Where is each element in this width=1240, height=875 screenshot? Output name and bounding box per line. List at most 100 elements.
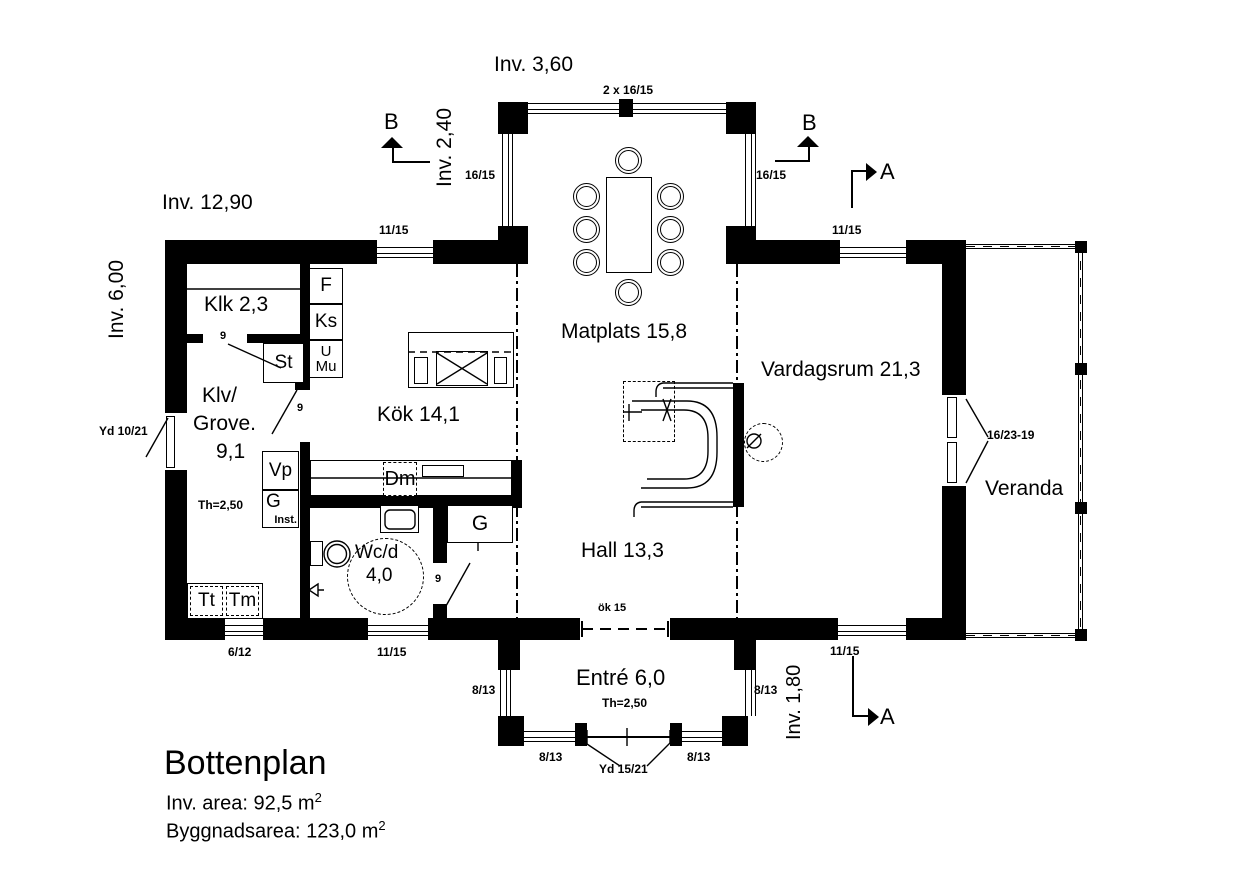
dryer-box: Tt — [190, 586, 223, 616]
stove — [436, 351, 488, 386]
label-window-8-13-front-left: 8/13 — [539, 750, 563, 764]
wall-right-upper — [942, 240, 966, 395]
veranda-post — [1075, 629, 1087, 641]
label-window-11-15-bottom-right: 11/15 — [830, 644, 860, 658]
shower-drain-arrow — [307, 582, 324, 598]
dining-table — [606, 177, 652, 273]
island-cabinet — [494, 357, 507, 384]
toilet-tank — [310, 541, 323, 566]
label-door-9-klk: 9 — [220, 330, 227, 342]
chair — [657, 216, 684, 243]
oven-micro-box: U Mu — [309, 340, 343, 378]
freezer-box: F — [309, 268, 343, 304]
wall-left-lower — [165, 470, 187, 640]
dryer-label: Tt — [198, 590, 215, 611]
veranda-edge-right — [1078, 244, 1083, 639]
window-8-13-entre-left — [500, 670, 511, 716]
room-label-klv-2: Grove. — [193, 412, 257, 435]
heat-pump-box: Vp — [262, 451, 299, 490]
inst-cabinet-label: G — [266, 491, 281, 512]
room-label-veranda: Veranda — [985, 477, 1064, 500]
klv-door-swing — [271, 389, 298, 435]
entre-pier-left — [498, 637, 520, 670]
kitchen-sink — [422, 465, 464, 477]
label-window-11-15-top-left: 11/15 — [379, 223, 409, 237]
label-window-8-13-right: 8/13 — [754, 683, 778, 697]
inv-area-sup: 2 — [314, 790, 322, 805]
section-b-arrow-right — [797, 136, 819, 147]
label-veranda-door: 16/23-19 — [987, 428, 1035, 442]
room-label-wcd-1: Wc/d — [355, 542, 399, 563]
inst-label: Inst. — [274, 514, 297, 526]
dim-inv-1290: Inv. 12,90 — [162, 191, 253, 214]
label-hall-beam: ök 15 — [598, 602, 627, 614]
wash-basin — [380, 505, 419, 533]
chair — [573, 216, 600, 243]
bay-pier-bottom-left — [498, 226, 528, 264]
window-11-15-bottom-left — [368, 625, 428, 636]
label-ceiling-klv: Th=2,50 — [198, 498, 244, 512]
label-window-2x16-15: 2 x 16/15 — [603, 83, 654, 97]
section-b-tail-right — [775, 160, 810, 162]
bay-window-mullion — [619, 99, 633, 117]
wall-left-upper — [165, 240, 187, 413]
label-ceiling-entre: Th=2,50 — [602, 696, 648, 710]
room-label-entre: Entré 6,0 — [576, 665, 666, 690]
building-area-text: Byggnadsarea: 123,0 m — [166, 820, 379, 843]
chair — [657, 249, 684, 276]
section-a-arrow-top — [866, 163, 877, 181]
veranda-edge-bottom — [966, 633, 1082, 638]
wall-wc-east-stub — [433, 604, 447, 620]
heat-pump-label: Vp — [268, 459, 293, 481]
wall-bottom-d — [670, 618, 838, 640]
veranda-post — [1075, 241, 1087, 253]
hall-beam-opening — [580, 618, 670, 640]
wardrobe-label: G — [471, 512, 489, 535]
window-8-13-entre-front-right — [682, 731, 733, 742]
wc-turning-circle — [347, 538, 424, 615]
building-area-line: Byggnadsarea: 123,0 m2 — [166, 819, 386, 843]
fireplace-rail-bottom — [633, 501, 733, 517]
dim-inv-240: Inv. 2,40 — [433, 108, 456, 188]
section-a-stem-bottom — [852, 656, 854, 717]
wardrobe-box: G — [447, 505, 513, 543]
veranda-door-leaf-lower — [947, 442, 957, 483]
section-a-arrow-bottom — [868, 708, 879, 726]
label-door-9-klv: 9 — [297, 402, 304, 414]
room-label-klk: Klk 2,3 — [204, 293, 269, 316]
wall-bottom-b — [263, 618, 368, 640]
veranda-post — [1075, 502, 1087, 514]
wall-top-c — [756, 240, 840, 264]
fireplace-back-wall — [733, 383, 744, 507]
entre-mid-pier-right — [670, 723, 682, 746]
toilet-bowl-inner — [326, 543, 348, 565]
bay-pier-bottom-right — [726, 226, 756, 264]
label-side-door: Yd 10/21 — [99, 424, 148, 438]
fridge-label: Ks — [314, 311, 338, 332]
wall-bottom-a — [165, 618, 225, 640]
wall-wc-east — [433, 505, 447, 563]
dishwasher-box: Dm — [383, 462, 417, 496]
freezer-label: F — [320, 275, 332, 296]
inst-cabinet-box: G Inst. — [262, 490, 299, 528]
micro-label: Mu — [315, 358, 337, 375]
label-window-6-12: 6/12 — [228, 645, 252, 659]
washer-box: Tm — [226, 586, 259, 616]
label-window-16-15-left: 16/15 — [465, 168, 496, 182]
building-area-sup: 2 — [378, 818, 386, 833]
window-8-13-entre-right — [745, 670, 756, 716]
veranda-post — [1075, 363, 1087, 375]
chair — [615, 147, 642, 174]
label-window-8-13-front-right: 8/13 — [687, 750, 711, 764]
room-boundary-hall-vardagsrum — [736, 264, 738, 618]
wc-door-swing — [445, 562, 471, 607]
section-b-stem-right — [808, 147, 810, 162]
toilet-bowl — [323, 540, 351, 568]
chimney-circle — [744, 423, 783, 462]
veranda-edge-top — [966, 244, 1082, 249]
side-door-leaf — [166, 416, 175, 468]
wall-top-b — [433, 240, 498, 264]
dishwasher-label: Dm — [384, 467, 416, 490]
wall-bottom-c — [428, 618, 580, 640]
